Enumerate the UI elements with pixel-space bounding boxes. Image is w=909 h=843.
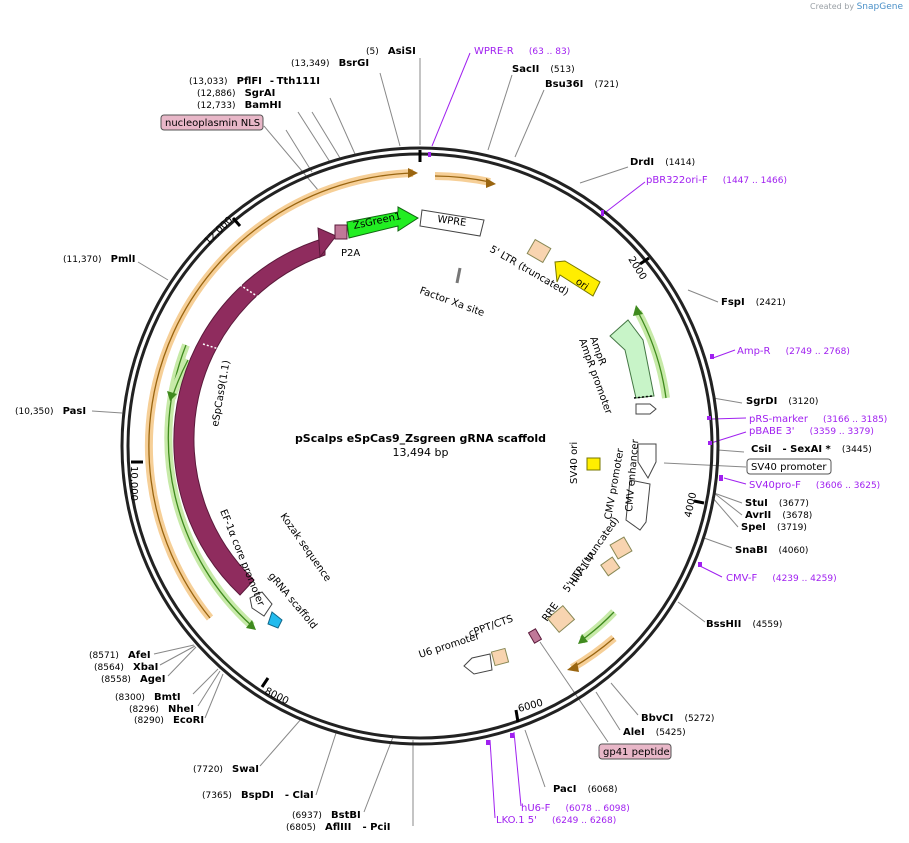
svg-text:(13,349) BsrGI: (13,349) BsrGI [291, 51, 369, 70]
ori-feature [554, 260, 601, 297]
svg-text:StuI (3677): StuI (3677) [745, 491, 809, 510]
ruler-ticks [131, 150, 705, 723]
label-espcas9: eSpCas9(1.1) [210, 359, 233, 427]
restriction-sites: (5) AsiSI (13,349) BsrGI (13,033) PflFI-… [15, 39, 872, 834]
plasmid-length: 13,494 bp [392, 446, 449, 459]
svg-text:SacII (513): SacII (513) [512, 57, 575, 76]
svg-text:SV40pro-F (3606 .. 3625): SV40pro-F (3606 .. 3625) [749, 473, 880, 492]
zsgreen1-feature [346, 206, 419, 239]
primer-marks [428, 152, 723, 745]
leader-lines [91, 58, 747, 826]
label-kozak: Kozak sequence [278, 511, 333, 583]
svg-text:pBR322ori-F (1447 .. 1466): pBR322ori-F (1447 .. 1466) [646, 168, 787, 187]
svg-text:FspI (2421): FspI (2421) [721, 290, 786, 309]
svg-text:hU6-F (6078 .. 6098): hU6-F (6078 .. 6098) [521, 796, 630, 815]
orange-arc-outer-left-line [148, 172, 414, 619]
orange-arc-top-arrow [486, 178, 496, 188]
svg-text:(8290) EcoRI: (8290) EcoRI [134, 708, 204, 727]
svg-text:DrdI (1414): DrdI (1414) [630, 150, 695, 169]
credit-brand: SnapGene [856, 2, 903, 12]
espcas9-feature [173, 237, 326, 596]
wpre-feature [419, 209, 485, 237]
svg-text:(10,350) PasI: (10,350) PasI [15, 399, 86, 418]
boxed-feature-labels: nucleoplasmin NLS SV40 promoter gp41 pep… [160, 114, 832, 760]
p2a-feature [334, 224, 348, 240]
ruler-label-4000: 4000 [683, 491, 699, 518]
boxed-gp41-peptide: gp41 peptide [603, 747, 670, 758]
orange-arc-left-arrow [408, 168, 418, 178]
ruler-label-10000: 10,000 [128, 466, 139, 501]
svg-text:PacI (6068): PacI (6068) [553, 777, 618, 796]
ampr-promoter-feature [635, 403, 657, 415]
svg-text:Amp-R (2749 .. 2768): Amp-R (2749 .. 2768) [737, 339, 850, 358]
svg-text:pRS-marker (3166 .. 3185): pRS-marker (3166 .. 3185) [749, 407, 887, 426]
svg-text:SgrDI (3120): SgrDI (3120) [746, 389, 818, 408]
svg-text:WPRE-R (63 .. 83): WPRE-R (63 .. 83) [474, 39, 570, 58]
svg-text:(7365) BspDI - ClaI: (7365) BspDI - ClaI [202, 783, 314, 802]
label-factor-xa: Factor Xa site [418, 285, 486, 319]
credit-prefix: Created by [810, 2, 855, 11]
rre-feature [546, 604, 576, 634]
svg-text:BssHII (4559): BssHII (4559) [706, 612, 782, 631]
cmv-promoter-feature [625, 479, 651, 531]
espcas9-arrowhead [317, 227, 337, 259]
svg-text:(8558) AgeI: (8558) AgeI [101, 667, 165, 686]
svg-text:LKO.1 5' (6249 .. 6268): LKO.1 5' (6249 .. 6268) [496, 808, 616, 827]
gp41-feature [527, 628, 543, 644]
primers: WPRE-R (63 .. 83) pBR322ori-F (1447 .. 1… [474, 39, 887, 827]
svg-text:(12,733) BamHI: (12,733) BamHI [197, 93, 282, 112]
cppt-cts-feature [490, 647, 510, 667]
hiv1-psi-feature [600, 556, 621, 577]
plasmid-name: pScalps eSpCas9_Zsgreen gRNA scaffold [294, 432, 547, 445]
grna-scaffold-feature [267, 611, 283, 629]
u6-promoter-feature [463, 653, 493, 675]
svg-text:(8564) XbaI: (8564) XbaI [94, 655, 158, 674]
svg-text:SnaBI (4060): SnaBI (4060) [735, 538, 808, 557]
svg-text:(8300) BmtI: (8300) BmtI [115, 685, 181, 704]
ruler-label-12000: 12,000 [202, 215, 235, 247]
svg-text:CsiI - SexAI * (3445): CsiI - SexAI * (3445) [751, 437, 872, 456]
boxed-sv40-promoter: SV40 promoter [751, 462, 827, 473]
svg-text:BbvCI (5272): BbvCI (5272) [641, 706, 714, 725]
label-p2a: P2A [341, 248, 360, 259]
sv40-ori-feature [586, 457, 601, 471]
svg-text:Bsu36I (721): Bsu36I (721) [545, 72, 619, 91]
ef1a-promoter-feature [249, 591, 273, 617]
label-sv40-ori: SV40 ori [569, 442, 580, 484]
ltr5-bottom-feature [609, 536, 633, 560]
svg-text:(6937) BstBI: (6937) BstBI [292, 803, 361, 822]
boxed-nucleoplasmin-nls: nucleoplasmin NLS [165, 118, 260, 129]
svg-text:CMV-F (4239 .. 4259): CMV-F (4239 .. 4259) [726, 566, 837, 585]
orange-arc-bottom-arrow [567, 662, 579, 672]
svg-text:(8296) NheI: (8296) NheI [129, 697, 194, 716]
svg-text:(7720) SwaI: (7720) SwaI [193, 757, 259, 776]
svg-text:AvrII (3678): AvrII (3678) [745, 503, 812, 522]
ampr-feature [609, 319, 655, 399]
factor-xa-feature [455, 267, 462, 284]
label-u6-promoter: U6 promoter [418, 631, 482, 661]
label-wpre: WPRE [437, 214, 467, 229]
svg-text:(12,886) SgrAI: (12,886) SgrAI [197, 81, 275, 100]
snapgene-credit: Created by SnapGene [810, 2, 903, 12]
svg-text:(8571) AfeI: (8571) AfeI [89, 643, 151, 662]
svg-text:(5) AsiSI: (5) AsiSI [366, 39, 416, 58]
svg-text:(6805) AflIII - PciI: (6805) AflIII - PciI [286, 815, 391, 834]
ltr5-top-feature [526, 238, 552, 264]
orange-arc-top [434, 172, 491, 186]
cmv-enhancer-feature [637, 443, 657, 480]
ruler-label-8000: 8000 [263, 686, 291, 707]
svg-text:(11,370) PmlI: (11,370) PmlI [63, 247, 136, 266]
svg-text:SpeI (3719): SpeI (3719) [741, 515, 807, 534]
svg-text:AleI (5425): AleI (5425) [623, 720, 686, 739]
svg-text:(13,033) PflFI-Tth111I: (13,033) PflFI-Tth111I [189, 69, 320, 88]
svg-text:pBABE 3' (3359 .. 3379): pBABE 3' (3359 .. 3379) [749, 419, 874, 438]
backbone-outer [120, 146, 720, 746]
